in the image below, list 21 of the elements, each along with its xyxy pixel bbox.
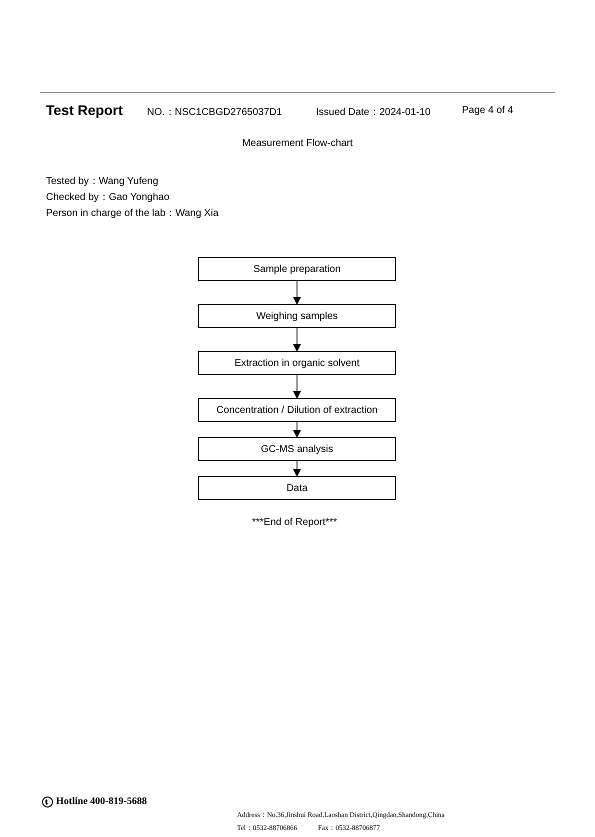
process-box: Data [198, 476, 396, 500]
arrow [293, 460, 301, 477]
end-note: ***End of Report*** [252, 517, 338, 528]
process-box: Concentration / Dilution of extraction [198, 398, 396, 422]
hotline: Hotline 400-819-5688 [56, 796, 147, 807]
page-number: Page 4 of 4 [462, 105, 514, 116]
arrow [293, 374, 301, 399]
report-number: NO.：NSC1CBGD2765037D1 [147, 106, 282, 119]
arrow [293, 280, 301, 305]
arrow [293, 328, 301, 352]
checker-name: Checked by：Gao Yonghao [46, 191, 170, 204]
chart-title: Measurement Flow-chart [241, 138, 354, 149]
process-box: GC-MS analysis [198, 437, 396, 461]
report-title: Test Report [46, 102, 123, 118]
lab-head-name: Person in charge of the lab：Wang Xia [46, 207, 219, 220]
process-box: Sample preparation [198, 257, 396, 281]
issue-date: Issued Date：2024-01-10 [316, 106, 431, 119]
process-box: Extraction in organic solvent [198, 351, 396, 375]
process-box: Weighing samples [198, 304, 396, 328]
arrow [293, 422, 301, 438]
tester-name: Tested by：Wang Yufeng [46, 175, 158, 188]
